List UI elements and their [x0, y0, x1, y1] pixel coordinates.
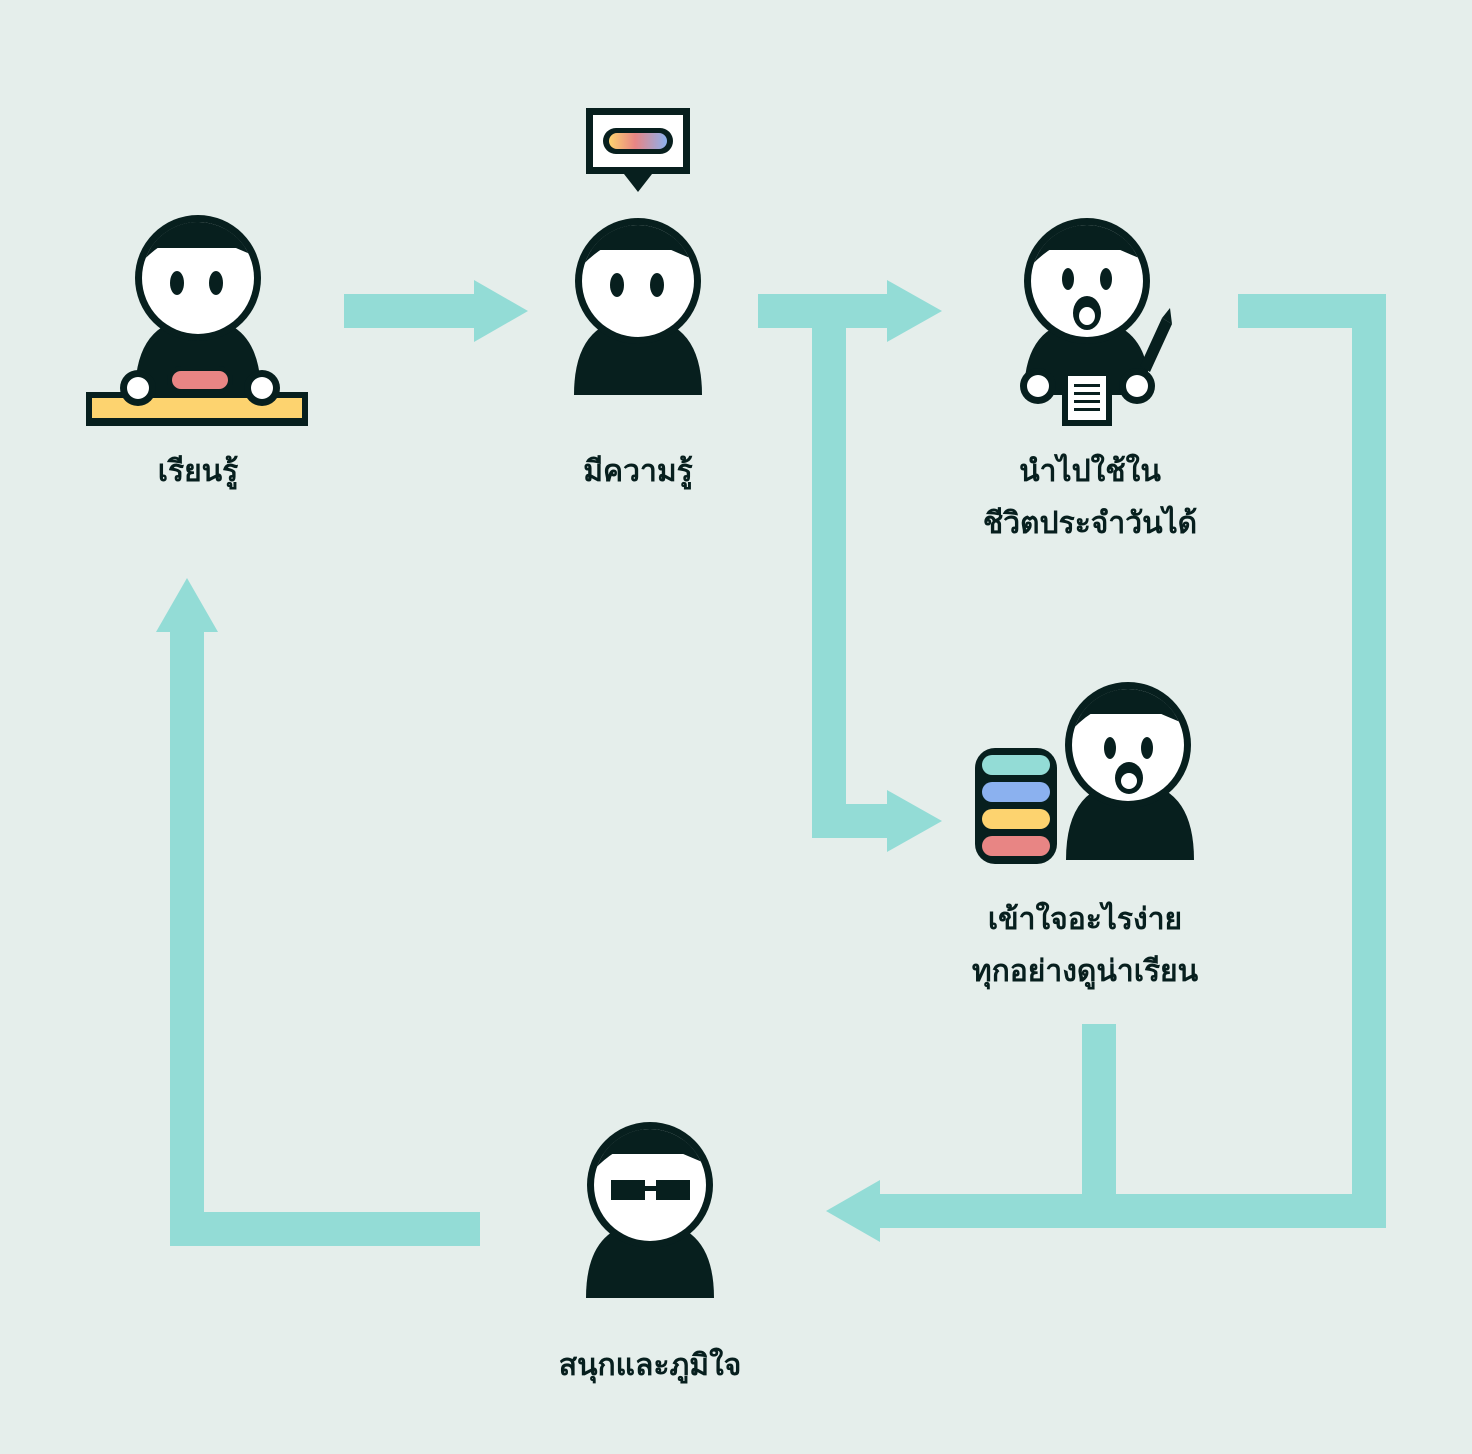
arrow-learn-to-knowledge: [344, 280, 528, 342]
applying-person-icon: [1020, 218, 1172, 426]
learning-person-icon: [86, 215, 308, 426]
label-understand-line1: เข้าใจอะไรง่าย: [987, 902, 1183, 937]
label-apply-line1: นำไปใช้ใน: [1019, 454, 1161, 489]
book-stack-icon: [975, 748, 1057, 864]
pencil-icon: [1140, 308, 1172, 372]
arrow-apply-to-fun: [826, 294, 1386, 1242]
label-fun: สนุกและภูมิใจ: [470, 1340, 830, 1392]
label-understand-line2: ทุกอย่างดูน่าเรียน: [971, 954, 1199, 989]
understanding-person-icon: [975, 682, 1194, 864]
label-apply: นำไปใช้ใน ชีวิตประจำวันได้: [910, 446, 1270, 550]
knowledge-person-icon: [574, 108, 702, 395]
document-icon: [1062, 370, 1112, 426]
arrow-branch-to-understand: [812, 294, 942, 852]
label-learn: เรียนรู้: [18, 446, 378, 498]
arrow-understand-to-fun: [1082, 1024, 1116, 1204]
sunglasses-icon: [611, 1180, 690, 1200]
proud-person-icon: [586, 1122, 714, 1298]
label-fun-text: สนุกและภูมิใจ: [558, 1348, 742, 1383]
label-learn-text: เรียนรู้: [157, 454, 239, 489]
label-knowledge: มีความรู้: [458, 446, 818, 498]
arrow-knowledge-to-apply: [758, 280, 942, 342]
label-apply-line2: ชีวิตประจำวันได้: [982, 506, 1198, 541]
label-knowledge-text: มีความรู้: [583, 454, 693, 489]
label-understand: เข้าใจอะไรง่าย ทุกอย่างดูน่าเรียน: [905, 894, 1265, 998]
arrow-fun-to-learn: [156, 578, 480, 1246]
speech-bubble-icon: [586, 108, 690, 192]
